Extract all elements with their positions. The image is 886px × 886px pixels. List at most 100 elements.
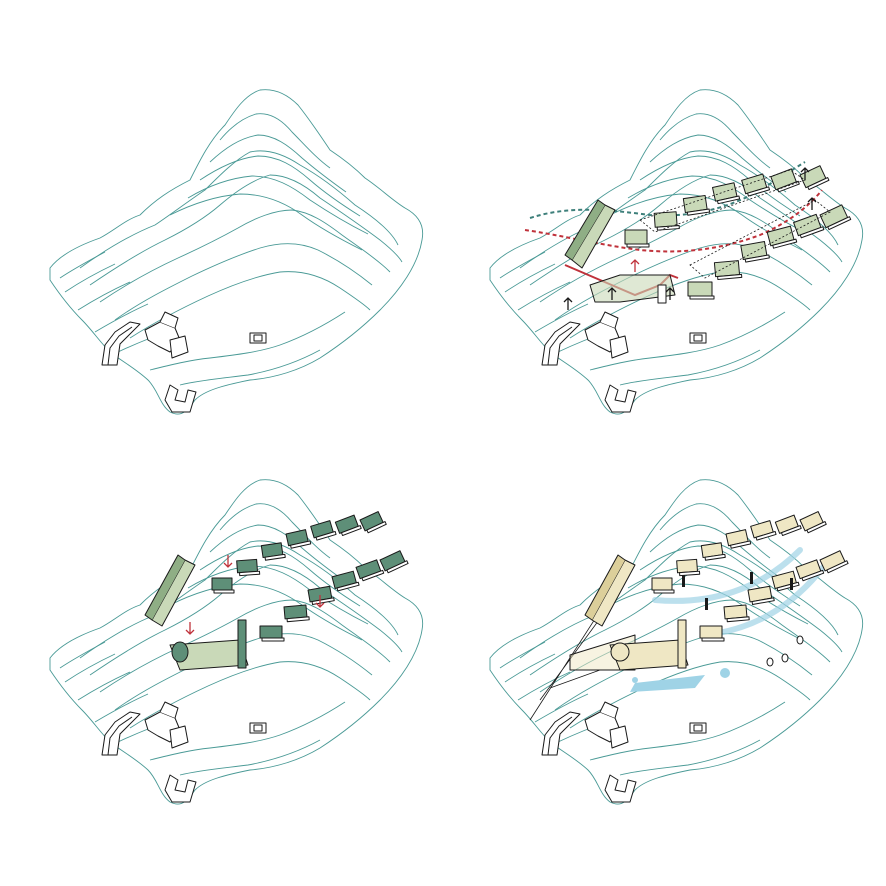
- contour-line: [64, 653, 116, 683]
- existing-pavilion-core: [693, 724, 703, 732]
- pavilion-base: [717, 273, 743, 280]
- upper-terrace-row: [211, 511, 387, 594]
- existing-cluster-roof: [159, 311, 179, 329]
- water-pool: [630, 675, 705, 692]
- pavilion-base: [701, 637, 725, 642]
- existing-pavilion: [249, 722, 267, 734]
- existing-cluster-block: [609, 335, 629, 359]
- existing-pavilion: [689, 332, 707, 344]
- contour-line: [99, 599, 391, 693]
- pavilion-base: [726, 616, 750, 623]
- existing-cluster-block: [609, 725, 629, 749]
- existing-cluster-block: [169, 725, 189, 749]
- pavilion-base: [261, 637, 285, 642]
- pavilion-unit: [687, 281, 713, 297]
- pavilion-base: [751, 597, 775, 606]
- arrow-up-icon: [800, 167, 810, 180]
- pavilion-base: [290, 540, 312, 549]
- panel-landscape-final: [460, 430, 880, 850]
- existing-cluster-roof: [599, 701, 619, 719]
- water-fountain: [720, 668, 730, 678]
- pavilion-unit: [259, 625, 283, 639]
- contour-line: [94, 693, 149, 723]
- pavilion-base: [807, 177, 830, 191]
- contour-line: [619, 349, 761, 386]
- pavilion-base: [826, 560, 849, 574]
- existing-wing-edge: [547, 326, 573, 366]
- pavilion-unit: [653, 211, 678, 228]
- lower-terrace-row: [699, 550, 849, 642]
- contour-line: [649, 524, 787, 583]
- contour-line: [517, 671, 571, 701]
- existing-buildings: [101, 311, 267, 413]
- contour-line: [59, 641, 106, 669]
- pavilion-base: [799, 226, 825, 239]
- existing-u-building: [164, 384, 197, 413]
- central-plaza: [589, 274, 676, 303]
- pavilion-unit: [211, 577, 233, 591]
- main-bar-side: [564, 199, 606, 261]
- pavilion-unit: [699, 625, 723, 639]
- contour-line: [77, 281, 131, 311]
- arrow-up-icon: [807, 197, 817, 210]
- pavilion-base: [704, 553, 726, 561]
- panel-existing-site: [20, 40, 440, 460]
- contour-line: [64, 263, 116, 293]
- existing-curved-wing: [541, 711, 581, 756]
- panel-circulation-strategy: [460, 40, 880, 460]
- contour-line: [489, 89, 864, 415]
- landscape-marker: [750, 572, 753, 584]
- vertical-core: [237, 619, 247, 669]
- contour-line: [529, 174, 843, 286]
- contour-line: [589, 311, 786, 371]
- contour-line: [199, 155, 361, 217]
- existing-curved-wing: [541, 321, 581, 366]
- landscape-marker: [705, 598, 708, 610]
- arrow-up-icon: [665, 287, 675, 300]
- pavilion-unit: [713, 260, 741, 278]
- arrow-down-icon: [315, 595, 325, 608]
- contour-line: [504, 263, 556, 293]
- pavilion-base: [806, 521, 827, 534]
- contour-lines: [49, 89, 424, 415]
- pavilion-unit: [624, 229, 648, 245]
- contour-line: [619, 739, 761, 776]
- contour-line: [169, 193, 363, 251]
- existing-pavilion: [249, 332, 267, 344]
- seat-element: [796, 635, 804, 645]
- seat-element: [781, 653, 789, 663]
- pavilion-base: [827, 216, 852, 231]
- pavilion-base: [730, 540, 752, 549]
- pavilion-base: [744, 254, 770, 263]
- existing-buildings: [101, 701, 267, 803]
- pavilion-base: [747, 186, 771, 197]
- contour-line: [639, 155, 801, 217]
- existing-u-building: [604, 774, 637, 803]
- contour-line: [187, 565, 369, 625]
- existing-curved-wing: [101, 321, 141, 366]
- upper-terrace-row: [651, 511, 827, 594]
- pavilion-base: [755, 531, 777, 541]
- contour-line: [79, 150, 399, 269]
- pavilion-base: [361, 569, 385, 582]
- contour-line: [499, 641, 546, 669]
- contour-line: [179, 349, 321, 386]
- pavilion-base: [689, 295, 715, 300]
- contour-line: [219, 113, 331, 169]
- pavilion-base: [679, 570, 701, 577]
- existing-u-building: [604, 384, 637, 413]
- pavilion-base: [772, 238, 798, 249]
- existing-cluster-roof: [159, 701, 179, 719]
- arrow-up-icon: [563, 297, 573, 310]
- arrow-up-icon: [630, 259, 640, 272]
- main-bar-side: [584, 554, 626, 621]
- landscape-marker: [682, 575, 685, 587]
- pavilion-base: [340, 525, 362, 536]
- main-bar-side: [144, 554, 186, 621]
- contour-line: [489, 479, 864, 805]
- contour-line: [517, 281, 571, 311]
- contour-line: [569, 661, 811, 729]
- existing-curved-wing: [101, 711, 141, 756]
- lower-terrace-row: [687, 204, 852, 300]
- pavilion-base: [777, 180, 800, 193]
